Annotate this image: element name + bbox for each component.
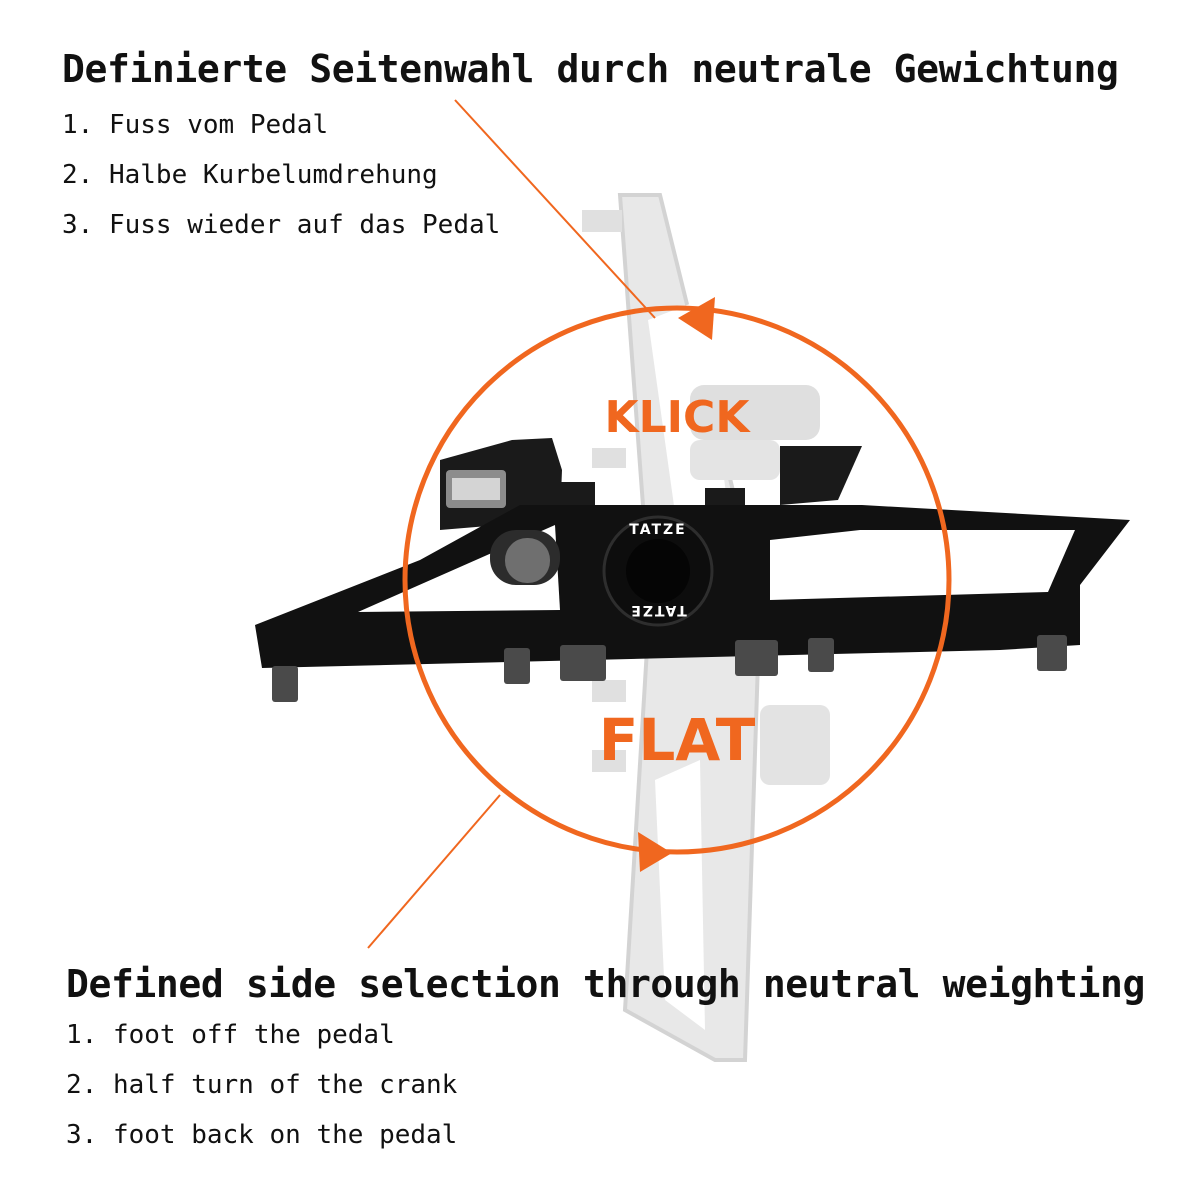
- arrow-head-bottom-icon: [638, 832, 672, 872]
- english-steps-list: 1. foot off the pedal 2. half turn of th…: [66, 1020, 457, 1170]
- german-step: 1. Fuss vom Pedal: [62, 110, 329, 140]
- english-step: 1. foot off the pedal: [66, 1020, 395, 1050]
- german-step: 2. Halbe Kurbelumdrehung: [62, 160, 438, 190]
- pedal-pins: [272, 635, 1067, 702]
- german-steps-list: 1. Fuss vom Pedal 2. Halbe Kurbelumdrehu…: [62, 110, 500, 260]
- leader-line-top: [454, 99, 656, 319]
- english-step: 3. foot back on the pedal: [66, 1120, 458, 1150]
- logo-text: TATZE: [629, 522, 686, 538]
- rotation-circle: [402, 305, 952, 855]
- english-step: 2. half turn of the crank: [66, 1070, 458, 1100]
- main-pedal: TATZE TATZE: [255, 438, 1130, 668]
- german-title: Definierte Seitenwahl durch neutrale Gew…: [62, 47, 1119, 91]
- flat-label: FLAT: [599, 706, 756, 774]
- english-title: Defined side selection through neutral w…: [66, 962, 1145, 1006]
- arrow-head-top-icon: [678, 297, 715, 340]
- german-step: 3. Fuss wieder auf das Pedal: [62, 210, 501, 240]
- klick-label: KLICK: [605, 392, 752, 443]
- leader-line-bottom: [367, 794, 501, 949]
- logo-text-mirrored: TATZE: [629, 602, 686, 618]
